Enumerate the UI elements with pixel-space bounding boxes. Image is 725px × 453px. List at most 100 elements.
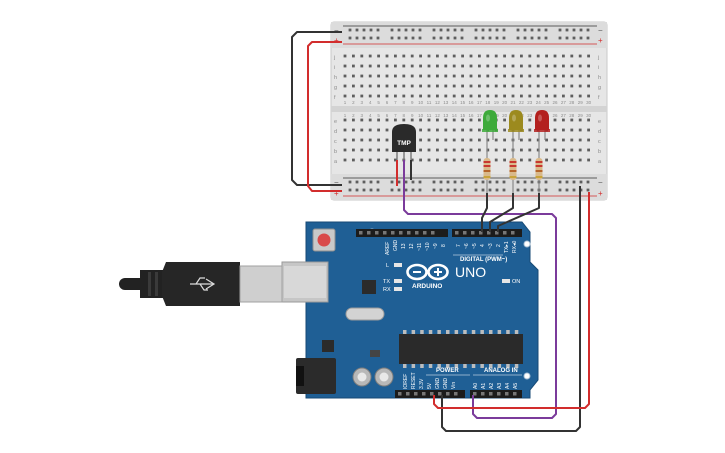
header-hole[interactable]: [407, 231, 411, 235]
rail-hole[interactable]: [404, 188, 408, 192]
breadboard-hole[interactable]: [503, 74, 506, 78]
rail-hole[interactable]: [502, 36, 506, 40]
header-hole[interactable]: [383, 231, 387, 235]
header-hole[interactable]: [399, 231, 403, 235]
rail-hole[interactable]: [432, 36, 436, 40]
breadboard-hole[interactable]: [461, 118, 464, 122]
breadboard-hole[interactable]: [469, 94, 473, 98]
rail-hole[interactable]: [376, 188, 380, 192]
breadboard-hole[interactable]: [436, 128, 439, 132]
rail-hole[interactable]: [523, 28, 527, 32]
rail-hole[interactable]: [369, 36, 373, 40]
breadboard-hole[interactable]: [562, 54, 565, 58]
rail-hole[interactable]: [502, 180, 506, 184]
breadboard-hole[interactable]: [553, 64, 557, 68]
rail-hole[interactable]: [404, 28, 408, 32]
breadboard-hole[interactable]: [461, 138, 464, 142]
rail-hole[interactable]: [481, 28, 485, 32]
breadboard-hole[interactable]: [427, 64, 431, 68]
breadboard-hole[interactable]: [587, 118, 590, 122]
breadboard-hole[interactable]: [469, 84, 473, 88]
breadboard-hole[interactable]: [368, 54, 372, 58]
breadboard-hole[interactable]: [486, 94, 490, 98]
breadboard-hole[interactable]: [419, 128, 422, 132]
breadboard-hole[interactable]: [503, 54, 506, 58]
breadboard-hole[interactable]: [452, 94, 456, 98]
breadboard-hole[interactable]: [578, 54, 582, 58]
breadboard-hole[interactable]: [410, 94, 414, 98]
breadboard-hole[interactable]: [562, 74, 565, 78]
header-hole[interactable]: [455, 231, 459, 235]
header-hole[interactable]: [430, 392, 434, 396]
rail-hole[interactable]: [390, 28, 394, 32]
breadboard-hole[interactable]: [553, 118, 557, 122]
rail-hole[interactable]: [516, 36, 520, 40]
breadboard-hole[interactable]: [352, 128, 355, 132]
rail-hole[interactable]: [481, 180, 485, 184]
breadboard-hole[interactable]: [385, 54, 389, 58]
breadboard-hole[interactable]: [343, 138, 347, 142]
header-hole[interactable]: [471, 231, 475, 235]
breadboard-hole[interactable]: [436, 84, 439, 88]
breadboard-hole[interactable]: [419, 64, 422, 68]
breadboard-hole[interactable]: [343, 158, 347, 162]
breadboard-hole[interactable]: [360, 74, 364, 78]
breadboard-hole[interactable]: [402, 84, 406, 88]
rail-hole[interactable]: [488, 188, 492, 192]
breadboard-hole[interactable]: [368, 158, 372, 162]
breadboard-hole[interactable]: [486, 64, 490, 68]
rail-hole[interactable]: [565, 180, 569, 184]
breadboard-hole[interactable]: [486, 74, 490, 78]
breadboard-hole[interactable]: [452, 74, 456, 78]
breadboard-hole[interactable]: [528, 148, 532, 152]
breadboard-hole[interactable]: [478, 94, 481, 98]
rail-hole[interactable]: [579, 28, 583, 32]
rail-hole[interactable]: [355, 28, 359, 32]
rail-hole[interactable]: [544, 188, 548, 192]
breadboard-hole[interactable]: [478, 148, 481, 152]
rail-hole[interactable]: [565, 28, 569, 32]
breadboard-hole[interactable]: [578, 158, 582, 162]
rail-hole[interactable]: [439, 188, 443, 192]
breadboard-hole[interactable]: [503, 158, 506, 162]
breadboard-hole[interactable]: [436, 118, 439, 122]
breadboard-hole[interactable]: [578, 74, 582, 78]
breadboard-hole[interactable]: [494, 138, 498, 142]
breadboard-hole[interactable]: [360, 118, 364, 122]
breadboard-hole[interactable]: [394, 74, 397, 78]
breadboard-hole[interactable]: [503, 64, 506, 68]
breadboard-hole[interactable]: [536, 74, 540, 78]
rail-hole[interactable]: [523, 180, 527, 184]
breadboard-hole[interactable]: [410, 118, 414, 122]
breadboard-hole[interactable]: [360, 148, 364, 152]
rail-hole[interactable]: [362, 28, 366, 32]
rail-hole[interactable]: [579, 36, 583, 40]
rail-hole[interactable]: [495, 188, 499, 192]
breadboard-hole[interactable]: [419, 148, 422, 152]
breadboard-hole[interactable]: [511, 54, 515, 58]
breadboard-hole[interactable]: [410, 64, 414, 68]
breadboard-hole[interactable]: [553, 94, 557, 98]
rail-hole[interactable]: [348, 180, 352, 184]
breadboard-hole[interactable]: [352, 118, 355, 122]
rail-hole[interactable]: [495, 28, 499, 32]
breadboard-hole[interactable]: [545, 74, 548, 78]
breadboard-hole[interactable]: [478, 74, 481, 78]
breadboard-hole[interactable]: [520, 138, 523, 142]
breadboard-hole[interactable]: [461, 84, 464, 88]
breadboard-hole[interactable]: [368, 74, 372, 78]
breadboard-hole[interactable]: [587, 158, 590, 162]
breadboard-hole[interactable]: [343, 84, 347, 88]
rail-hole[interactable]: [502, 188, 506, 192]
breadboard-hole[interactable]: [444, 118, 448, 122]
breadboard-hole[interactable]: [469, 148, 473, 152]
rail-hole[interactable]: [439, 180, 443, 184]
header-hole[interactable]: [513, 392, 517, 396]
header-hole[interactable]: [454, 392, 458, 396]
breadboard-hole[interactable]: [536, 84, 540, 88]
rail-hole[interactable]: [523, 36, 527, 40]
rail-hole[interactable]: [460, 180, 464, 184]
rail-hole[interactable]: [418, 180, 422, 184]
breadboard-hole[interactable]: [419, 74, 422, 78]
rail-hole[interactable]: [474, 188, 478, 192]
